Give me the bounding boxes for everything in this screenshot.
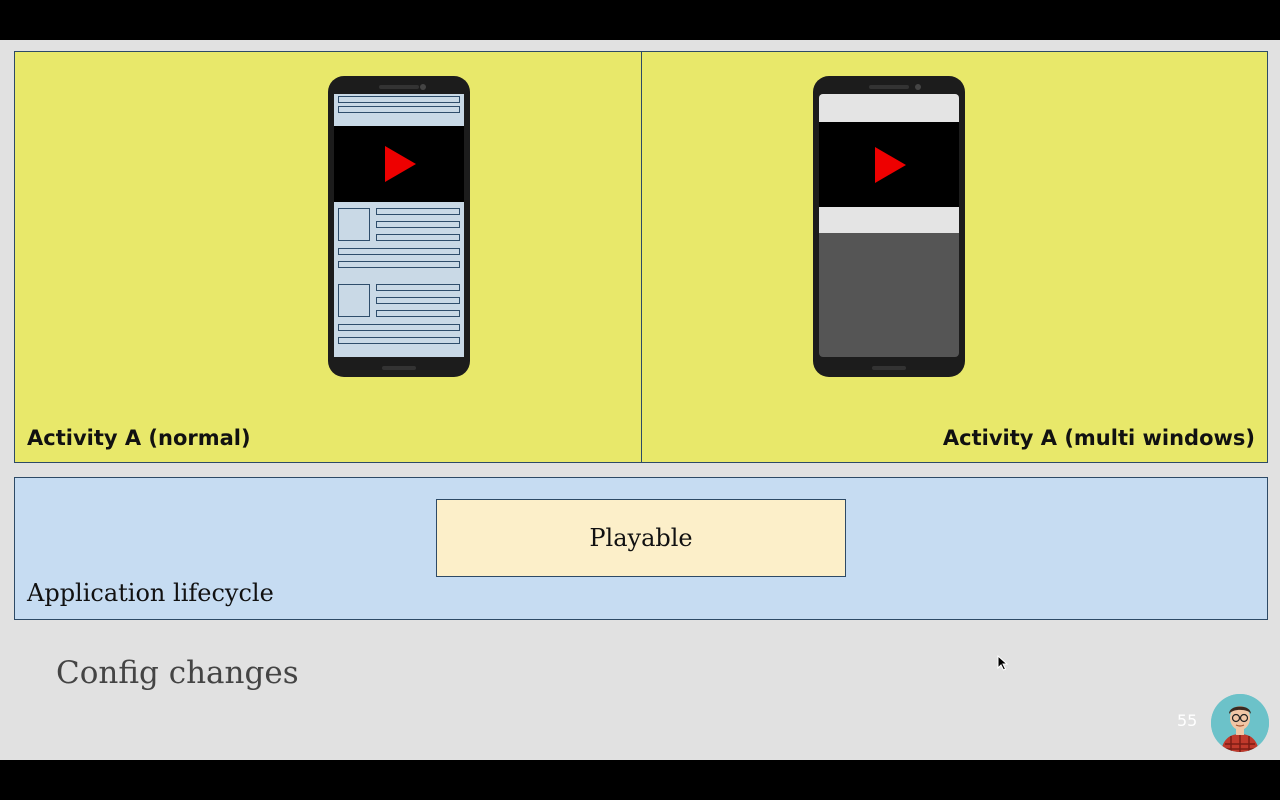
activity-normal-panel: Activity A (normal): [14, 51, 642, 463]
thumbnail: [338, 208, 370, 241]
content-row: [376, 310, 460, 317]
playable-box: Playable: [436, 499, 846, 577]
content-row: [376, 284, 460, 291]
content-row: [338, 337, 460, 344]
phone-screen-normal: [334, 94, 464, 357]
phone-normal-illustration: [328, 76, 470, 377]
phone-home-bar: [872, 366, 906, 370]
content-row: [338, 324, 460, 331]
window-bottom-bar: [819, 207, 959, 233]
content-row: [338, 96, 460, 103]
thumbnail: [338, 284, 370, 317]
letterbox-top: [0, 0, 1280, 40]
content-row: [376, 297, 460, 304]
letterbox-bottom: [0, 760, 1280, 800]
presenter-avatar: [1211, 694, 1269, 752]
phone-multi-window-illustration: [813, 76, 965, 377]
content-row: [338, 248, 460, 255]
slide-title: Config changes: [56, 655, 299, 691]
content-row: [376, 208, 460, 215]
application-lifecycle-panel: Playable Application lifecycle: [14, 477, 1268, 620]
page-number: 55: [1177, 711, 1198, 730]
phone-camera: [915, 84, 921, 90]
video-player: [334, 126, 464, 202]
activity-normal-label: Activity A (normal): [27, 426, 251, 450]
phone-camera: [420, 84, 426, 90]
activity-multi-window-label: Activity A (multi windows): [942, 426, 1255, 450]
play-icon: [875, 146, 906, 183]
phone-speaker: [379, 85, 419, 89]
phone-screen-multi-window: [819, 94, 959, 357]
content-row: [376, 221, 460, 228]
window-top-bar: [819, 94, 959, 122]
play-icon: [385, 146, 416, 182]
activity-multi-window-panel: Activity A (multi windows): [641, 51, 1268, 463]
content-row: [338, 106, 460, 113]
video-player: [819, 122, 959, 207]
phone-speaker: [869, 85, 909, 89]
content-row: [376, 234, 460, 241]
mouse-cursor-icon: [997, 654, 1009, 675]
presentation-slide: Activity A (normal) Activity A (multi wi…: [0, 40, 1280, 760]
content-row: [338, 261, 460, 268]
application-lifecycle-label: Application lifecycle: [27, 579, 274, 607]
phone-home-bar: [382, 366, 416, 370]
